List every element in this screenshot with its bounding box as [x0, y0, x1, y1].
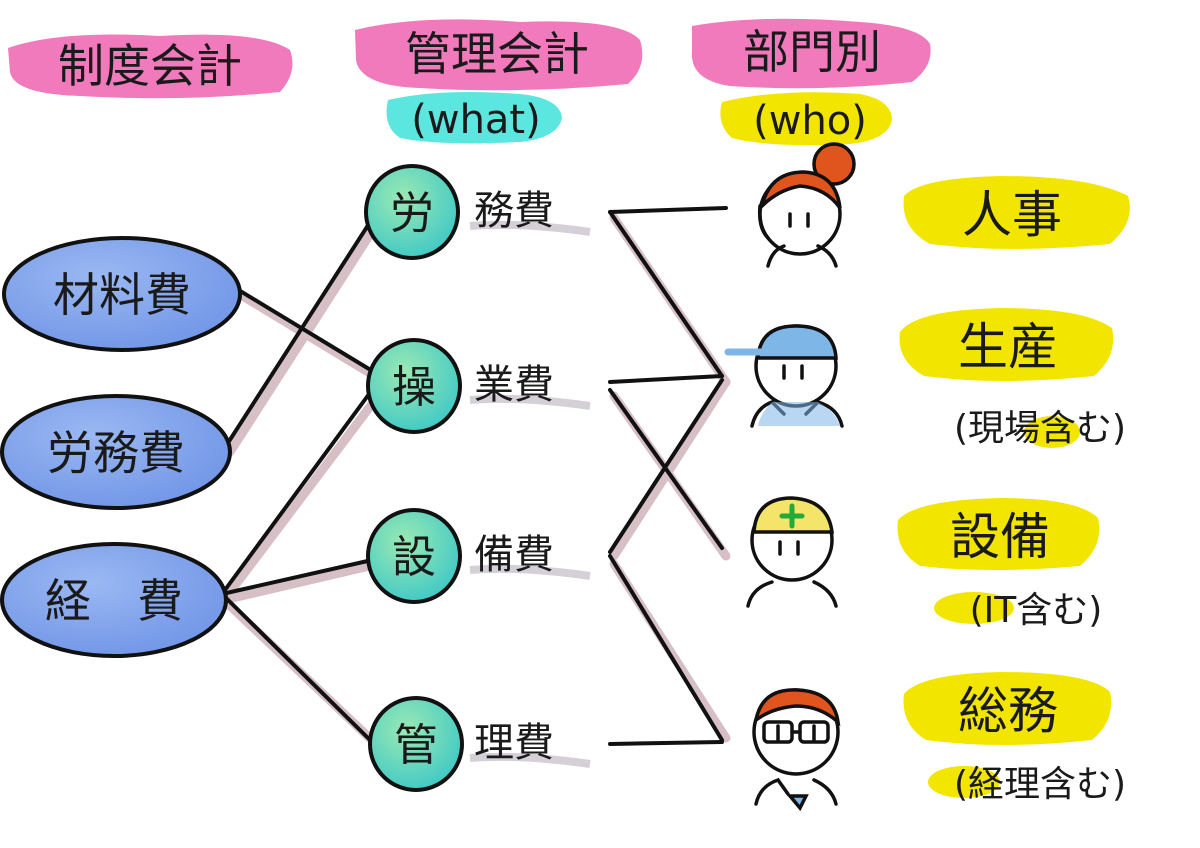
- text-shadow: [469, 564, 591, 580]
- line-operation-to-production: [608, 374, 724, 384]
- helmet-engineer-icon: [746, 496, 838, 608]
- woman-hr-icon: [757, 142, 856, 268]
- department-note: (現場含む): [954, 408, 1126, 449]
- financial-item-label: 材料費: [53, 268, 191, 322]
- department-label: 設備: [950, 508, 1050, 566]
- financial-item-labor: 労務費: [0, 394, 232, 510]
- department-label: 総務: [958, 682, 1058, 740]
- header-financial-text: 制度会計: [58, 39, 242, 93]
- header-management-text: 管理会計: [405, 27, 589, 81]
- financial-item-label: 経 費: [45, 574, 183, 628]
- oval-shape: [2, 236, 242, 352]
- management-item-circle: 操: [392, 362, 436, 413]
- header-management: 管理会計 (what): [355, 19, 643, 144]
- cyan-highlight: [386, 92, 562, 144]
- circle-shape: [366, 508, 462, 604]
- management-item-circle: 設: [392, 532, 436, 583]
- line-expense-to-operation: [220, 388, 374, 596]
- yellow-highlight: [934, 592, 1014, 624]
- circle-shape: [368, 696, 464, 792]
- text-shadow: [469, 220, 591, 236]
- header-department-text: 部門別: [743, 25, 881, 79]
- text-shadow: [469, 752, 591, 768]
- department-note: (経理含む): [954, 764, 1126, 805]
- yellow-highlight: [903, 176, 1130, 249]
- line-labor-to-hr: [608, 206, 728, 214]
- management-item-rest: 業費: [474, 362, 554, 408]
- line-equipment-to-production: [608, 378, 724, 554]
- line-labor-to-production: [608, 210, 724, 378]
- financial-item-expense: 経 費: [0, 542, 228, 658]
- yellow-highlight: [1024, 416, 1080, 448]
- header-management-sub: (what): [411, 97, 540, 143]
- pink-highlight: [691, 18, 931, 89]
- department-equipment: 設備 (IT含む): [897, 498, 1102, 631]
- text-shadow: [469, 394, 591, 410]
- yellow-highlight: [720, 92, 892, 146]
- line-expense-to-admin: [220, 592, 374, 744]
- management-item-operation: 操 業費: [366, 338, 591, 434]
- line-labor-to-labor: [224, 214, 376, 448]
- oval-shape: [0, 394, 232, 510]
- management-item-circle: 労: [390, 188, 434, 239]
- connector-shadows: [219, 213, 731, 751]
- management-item-rest: 理費: [474, 720, 554, 766]
- line-expense-to-equipment: [220, 558, 374, 596]
- circle-shape: [366, 338, 462, 434]
- glasses-clerk-icon: [752, 688, 841, 812]
- pink-highlight: [355, 19, 643, 91]
- header-financial: 制度会計: [8, 34, 293, 99]
- department-admin: 総務 (経理含む): [903, 672, 1126, 805]
- financial-item-label: 労務費: [47, 426, 185, 480]
- financial-item-material: 材料費: [2, 236, 242, 352]
- department-hr: 人事: [903, 176, 1130, 249]
- line-admin-to-admin: [608, 740, 724, 746]
- circle-shape: [364, 164, 460, 260]
- oval-shape: [0, 542, 228, 658]
- management-item-circle: 管: [394, 720, 438, 771]
- connector-lines: [220, 206, 728, 746]
- yellow-highlight: [897, 498, 1100, 570]
- pink-highlight: [8, 34, 293, 99]
- management-item-rest: 備費: [474, 532, 554, 578]
- management-item-labor: 労 務費: [364, 164, 591, 260]
- yellow-highlight: [928, 766, 1000, 798]
- management-item-admin: 管 理費: [368, 696, 591, 792]
- line-equipment-to-admin: [608, 554, 724, 742]
- management-item-rest: 務費: [474, 188, 554, 234]
- yellow-highlight: [899, 308, 1114, 381]
- management-item-equipment: 設 備費: [366, 508, 591, 604]
- department-label: 生産: [958, 318, 1058, 376]
- header-department: 部門別 (who): [691, 18, 931, 146]
- cap-worker-icon: [724, 324, 844, 428]
- department-production: 生産 (現場含む): [899, 308, 1126, 449]
- department-label: 人事: [962, 186, 1062, 244]
- department-note: (IT含む): [970, 590, 1103, 631]
- header-department-sub: (who): [753, 98, 867, 144]
- yellow-highlight: [903, 672, 1112, 745]
